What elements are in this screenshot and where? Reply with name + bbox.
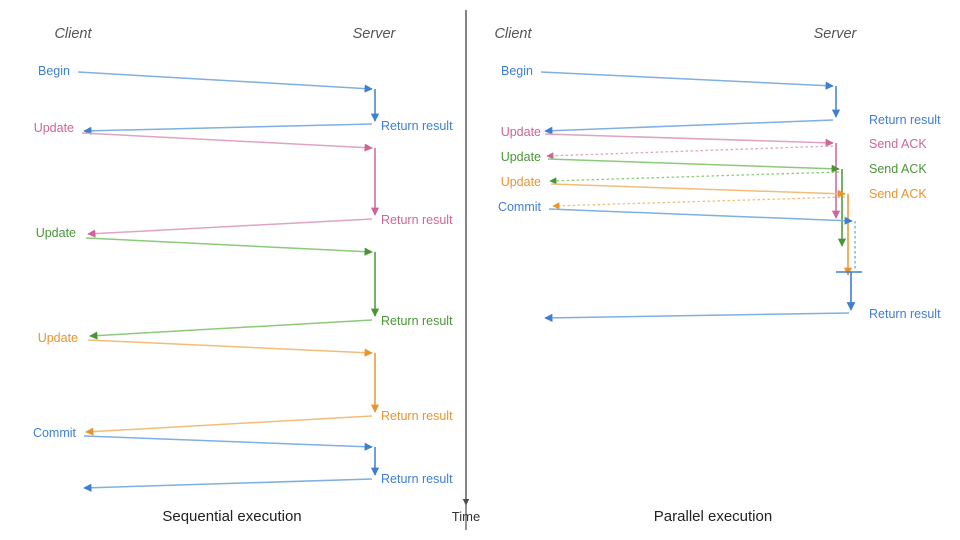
lane-header-server: Server [814,26,858,42]
flow-sequential-begin [77,71,380,135]
server-message-label-parallel-4: Return result [869,307,941,321]
server-message-label-parallel-0: Return result [869,113,941,127]
flow-parallel-update1 [544,133,841,219]
response-arrow-update1 [87,218,373,238]
server-message-label-parallel-2: Send ACK [869,162,927,176]
response-arrow-update3 [85,415,373,436]
response-arrow-begin [544,119,834,135]
client-message-label-parallel-0: Begin [501,64,533,78]
flow-sequential-update1 [81,132,380,238]
ack-arrow-update3 [552,196,846,210]
panel-caption-sequential: Sequential execution [162,508,301,525]
response-arrow-commit [83,478,373,492]
request-arrow-update2 [547,158,840,173]
response-arrow-begin [83,123,373,135]
request-arrow-begin [540,71,834,90]
client-message-label-sequential-2: Update [36,226,76,240]
flow-parallel-update3 [550,183,853,276]
client-message-label-parallel-3: Update [501,175,541,189]
flow-sequential-commit [83,435,380,492]
flow-sequential-update2 [85,237,380,340]
request-arrow-update1 [81,132,373,152]
client-message-label-parallel-2: Update [501,150,541,164]
client-message-label-parallel-4: Commit [498,200,542,214]
server-message-label-sequential-1: Return result [381,213,453,227]
flow-parallel-commit [544,208,856,323]
request-arrow-begin [77,71,373,93]
ack-arrow-update1 [546,145,834,160]
response-arrow-commit [544,312,850,323]
server-message-label-sequential-4: Return result [381,472,453,486]
flow-parallel-begin [540,71,841,135]
request-arrow-update1 [544,133,834,147]
request-arrow-update3 [87,339,373,357]
client-message-label-parallel-1: Update [501,125,541,139]
lane-header-client: Client [54,26,92,42]
client-message-label-sequential-0: Begin [38,64,70,78]
request-arrow-update2 [85,237,373,256]
response-arrow-update2 [89,319,373,340]
request-arrow-commit [548,208,853,225]
server-message-label-parallel-3: Send ACK [869,187,927,201]
client-message-label-sequential-4: Commit [33,426,77,440]
server-message-label-sequential-2: Return result [381,314,453,328]
client-message-label-sequential-3: Update [38,331,78,345]
request-arrow-update3 [550,183,846,198]
lane-header-server: Server [353,26,397,42]
lane-header-client: Client [494,26,532,42]
client-message-label-sequential-1: Update [34,121,74,135]
flow-sequential-update3 [85,339,380,436]
server-message-label-parallel-1: Send ACK [869,137,927,151]
ack-arrow-update2 [549,171,840,185]
request-arrow-commit [83,435,373,451]
flow-parallel-update2 [547,158,847,247]
time-axis-label: Time [452,509,480,524]
panel-caption-parallel: Parallel execution [654,508,772,525]
server-message-label-sequential-3: Return result [381,409,453,423]
server-message-label-sequential-0: Return result [381,119,453,133]
